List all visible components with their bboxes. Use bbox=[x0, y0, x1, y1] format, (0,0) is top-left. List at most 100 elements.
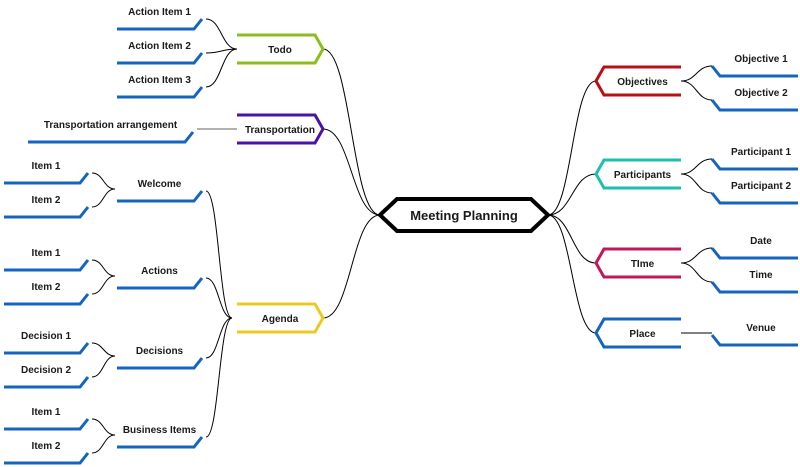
connector-todo-child bbox=[205, 48, 238, 88]
leaf-item-1[interactable]: Item 1 bbox=[4, 248, 90, 272]
connector-agenda-subtopic bbox=[205, 317, 233, 359]
leaf-item-1-label: Item 1 bbox=[32, 248, 61, 259]
leaf-item-2[interactable]: Item 2 bbox=[4, 195, 90, 219]
root-node-shape bbox=[377, 197, 551, 233]
connector-root-participants bbox=[547, 173, 597, 216]
connector-subtopic-leaf bbox=[91, 259, 116, 277]
connector-root-agenda bbox=[322, 214, 381, 319]
subtopic-welcome[interactable]: Welcome bbox=[117, 179, 204, 203]
leaf-action-item-3-label: Action Item 3 bbox=[128, 75, 191, 86]
branch-todo-shape bbox=[237, 33, 325, 65]
leaf-item-2[interactable]: Item 2 bbox=[4, 282, 90, 306]
leaf-decision-2[interactable]: Decision 2 bbox=[4, 365, 90, 389]
leaf-transportation-arrangement-underline bbox=[28, 131, 195, 144]
leaf-item-2-label: Item 2 bbox=[32, 195, 61, 206]
subtopic-business-items-underline bbox=[117, 436, 204, 449]
leaf-venue[interactable]: Venue bbox=[710, 323, 798, 347]
leaf-venue-label: Venue bbox=[746, 323, 776, 334]
root-node[interactable]: Meeting Planning bbox=[377, 197, 551, 233]
leaf-action-item-3[interactable]: Action Item 3 bbox=[117, 75, 204, 99]
leaf-item-2-underline bbox=[4, 452, 90, 465]
branch-objectives-label: Objectives bbox=[617, 77, 668, 88]
leaf-venue-underline bbox=[710, 334, 798, 347]
branch-todo-label: Todo bbox=[268, 45, 292, 56]
leaf-objective-2[interactable]: Objective 2 bbox=[710, 88, 798, 112]
leaf-objective-2-underline bbox=[710, 99, 798, 112]
branch-place-label: Place bbox=[629, 329, 656, 340]
leaf-item-2-label: Item 2 bbox=[32, 282, 61, 293]
connector-root-transportation bbox=[322, 128, 381, 216]
subtopic-decisions-underline bbox=[117, 357, 204, 370]
nodes: Todo Action Item 1 Action Item 2 Action Ite… bbox=[4, 7, 798, 465]
subtopic-actions[interactable]: Actions bbox=[117, 266, 204, 290]
branch-transportation-label: Transportation bbox=[245, 125, 315, 136]
root-node-label: Meeting Planning bbox=[410, 208, 518, 223]
leaf-objective-2-label: Objective 2 bbox=[734, 88, 788, 99]
connector-root-place bbox=[547, 214, 597, 334]
leaf-item-2[interactable]: Item 2 bbox=[4, 441, 90, 465]
connector-subtopic-leaf bbox=[91, 434, 116, 454]
connector-subtopic-leaf bbox=[91, 188, 116, 208]
branch-agenda-label: Agenda bbox=[262, 314, 299, 325]
leaf-date[interactable]: Date bbox=[710, 236, 798, 260]
subtopic-decisions[interactable]: Decisions bbox=[117, 346, 204, 370]
leaf-action-item-1[interactable]: Action Item 1 bbox=[117, 7, 204, 31]
branch-transportation-shape bbox=[237, 113, 325, 145]
subtopic-welcome-label: Welcome bbox=[138, 179, 182, 190]
connector-participants-child bbox=[680, 158, 713, 175]
leaf-item-2-underline bbox=[4, 293, 90, 306]
leaf-decision-2-label: Decision 2 bbox=[21, 365, 71, 376]
connector-objectives-child bbox=[680, 80, 713, 101]
leaf-item-1-underline bbox=[4, 259, 90, 272]
branch-participants-shape bbox=[594, 158, 681, 190]
branch-objectives-shape bbox=[594, 65, 681, 97]
leaf-action-item-2[interactable]: Action Item 2 bbox=[117, 41, 204, 65]
leaf-item-2-label: Item 2 bbox=[32, 441, 61, 452]
leaf-item-1[interactable]: Item 1 bbox=[4, 161, 90, 185]
leaf-item-1-label: Item 1 bbox=[32, 161, 61, 172]
branch-participants[interactable]: Participants bbox=[594, 158, 681, 190]
leaf-participant-1[interactable]: Participant 1 bbox=[710, 147, 798, 171]
branch-agenda[interactable]: Agenda bbox=[237, 302, 325, 334]
subtopic-business-items[interactable]: Business Items bbox=[117, 425, 204, 449]
connector-subtopic-leaf bbox=[91, 418, 116, 436]
branch-time-shape bbox=[594, 247, 681, 279]
connector-root-time bbox=[547, 214, 597, 264]
leaf-action-item-2-label: Action Item 2 bbox=[128, 41, 191, 52]
leaf-participant-1-label: Participant 1 bbox=[731, 147, 791, 158]
subtopic-actions-underline bbox=[117, 277, 204, 290]
leaf-action-item-3-underline bbox=[117, 86, 204, 99]
branch-objectives[interactable]: Objectives bbox=[594, 65, 681, 97]
branch-agenda-shape bbox=[237, 302, 325, 334]
leaf-participant-2[interactable]: Participant 2 bbox=[710, 181, 798, 205]
connector-objectives-child bbox=[680, 65, 713, 82]
connector-root-objectives bbox=[547, 80, 597, 216]
branch-time[interactable]: TIme bbox=[594, 247, 681, 279]
branch-todo[interactable]: Todo bbox=[237, 33, 325, 65]
connector-todo-child bbox=[205, 48, 238, 54]
leaf-time-underline bbox=[710, 281, 798, 294]
branch-place[interactable]: Place bbox=[594, 317, 681, 349]
connector-subtopic-leaf bbox=[91, 355, 116, 378]
subtopic-business-items-label: Business Items bbox=[123, 425, 197, 436]
leaf-transportation-arrangement[interactable]: Transportation arrangement bbox=[28, 120, 195, 144]
connector-subtopic-leaf bbox=[91, 172, 116, 190]
leaf-time[interactable]: Time bbox=[710, 270, 798, 294]
leaf-item-1-underline bbox=[4, 172, 90, 185]
leaf-participant-1-underline bbox=[710, 158, 798, 171]
connector-subtopic-leaf bbox=[91, 275, 116, 295]
leaf-decision-1[interactable]: Decision 1 bbox=[4, 331, 90, 355]
leaf-date-label: Date bbox=[750, 236, 772, 247]
connector-root-todo bbox=[322, 48, 381, 216]
leaf-item-2-underline bbox=[4, 206, 90, 219]
branch-transportation[interactable]: Transportation bbox=[237, 113, 325, 145]
connector-participants-child bbox=[680, 173, 713, 194]
leaf-objective-1-label: Objective 1 bbox=[734, 54, 788, 65]
leaf-objective-1[interactable]: Objective 1 bbox=[710, 54, 798, 78]
leaf-decision-2-underline bbox=[4, 376, 90, 389]
leaf-date-underline bbox=[710, 247, 798, 260]
leaf-item-1[interactable]: Item 1 bbox=[4, 407, 90, 431]
leaf-transportation-arrangement-label: Transportation arrangement bbox=[44, 120, 178, 131]
leaf-action-item-2-underline bbox=[117, 52, 204, 65]
leaf-item-1-label: Item 1 bbox=[32, 407, 61, 418]
